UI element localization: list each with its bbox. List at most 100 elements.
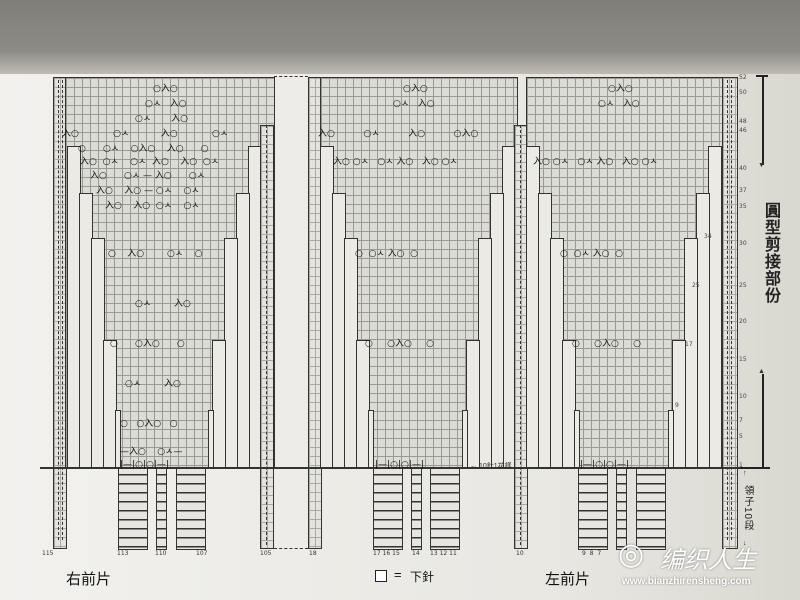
- lace-symbols: 入○ 入○ ○ㅅ ○ㅅ: [105, 201, 200, 211]
- edge-dash: [727, 80, 728, 540]
- raglan-label: 圓型剪接部份: [762, 202, 779, 304]
- lace-symbols: 入○ ○ㅅ ○ㅅ 入○ 入○ ○ㅅ: [333, 157, 458, 167]
- knit-stitch-legend-box: [375, 570, 387, 582]
- lace-symbols: ○ㅅ 入○: [135, 114, 189, 124]
- decrease-step: [356, 340, 370, 469]
- decrease-step: [684, 238, 698, 469]
- raglan-arrow-up: [762, 374, 764, 468]
- lace-symbols: ○ ○入○ ○: [365, 339, 435, 349]
- row-number: 40: [739, 165, 747, 172]
- stitch-number: 113: [117, 550, 129, 557]
- lace-symbols: ○ ○入○ ○: [110, 339, 185, 349]
- row-number: 25: [739, 282, 747, 289]
- decrease-step: [368, 410, 374, 469]
- collar-arrow-up: ↑: [743, 470, 747, 477]
- row-number: 15: [739, 356, 747, 363]
- edge-dash: [62, 80, 63, 540]
- row-1-baseline: [40, 467, 740, 469]
- lace-symbols: 入○ ○ㅅ 入○ ○入○: [318, 129, 479, 139]
- row-number: 1: [739, 462, 743, 469]
- arrow-cap: [740, 467, 770, 469]
- watermark-url: www.bianzhirensheng.com: [622, 576, 751, 587]
- left-front-edge-strip: [722, 77, 738, 549]
- row-number: 52: [739, 74, 747, 81]
- lace-symbols: ○ ○入○ ○: [120, 419, 178, 429]
- lace-symbols: ○入○: [608, 84, 633, 94]
- lace-symbols: |—|○|○|—|: [375, 460, 424, 470]
- rib-block: [616, 468, 627, 550]
- decrease-step: [236, 193, 250, 469]
- row-number: 35: [739, 203, 747, 210]
- stitch-number: 105: [260, 550, 272, 557]
- stitch-number: 10: [516, 550, 524, 557]
- lace-symbols: ○ ○ㅅ 入○ ○: [355, 249, 418, 259]
- decrease-step: [574, 410, 580, 469]
- row-number: 48: [739, 118, 747, 125]
- watermark-logo-icon: ◎: [618, 538, 645, 571]
- lace-symbols: ○ ○ㅅ ○入○ 入○ ○: [78, 144, 209, 154]
- row-number: 17: [685, 341, 693, 348]
- decrease-step: [490, 193, 504, 469]
- edge-dash: [731, 80, 732, 540]
- center-side-strip: [514, 125, 528, 549]
- row-number: 30: [739, 240, 747, 247]
- row-number: 37: [739, 187, 747, 194]
- right-front-edge-strip: [53, 77, 67, 549]
- decrease-step: [478, 238, 492, 469]
- collar-label: 領子10段: [742, 485, 753, 532]
- lace-symbols: ○ ○入○ ○: [572, 339, 642, 349]
- rib-block: [118, 468, 148, 550]
- row-number: 25: [692, 282, 700, 289]
- edge-dash: [266, 125, 267, 545]
- decrease-step: [224, 238, 238, 469]
- rib-block: [430, 468, 460, 550]
- row-number: 34: [704, 233, 712, 240]
- lace-symbols: |—|○|○|—|: [120, 460, 169, 470]
- raglan-arrow-down: [762, 75, 764, 165]
- stitch-number: 110: [155, 550, 167, 557]
- stitch-number: 17 16 15: [373, 550, 400, 557]
- stitch-number: 115: [42, 550, 54, 557]
- lace-symbols: 入○ 入○ — ○ㅅ ○ㅅ: [96, 186, 200, 196]
- right-front-side-strip: [260, 125, 274, 549]
- decrease-step: [462, 410, 468, 469]
- edge-dash: [520, 125, 521, 545]
- decrease-step: [212, 340, 226, 469]
- watermark-brand: 编织人生: [660, 547, 756, 574]
- lace-symbols: 入○ ○ㅅ — 入○ ○ㅅ: [90, 171, 206, 181]
- lace-symbols: 入○ ○ㅅ 入○ ○ㅅ: [62, 129, 229, 139]
- row-number: 7: [739, 417, 743, 424]
- lace-symbols: 入○ ○ㅅ ○ㅅ 入○ 入○ ○ㅅ: [533, 157, 658, 167]
- stitch-number: 107: [196, 550, 208, 557]
- lace-symbols: ○ 入○ ○ㅅ ○: [108, 249, 203, 259]
- decrease-step: [672, 340, 686, 469]
- rib-block: [578, 468, 608, 550]
- rib-block: [176, 468, 206, 550]
- lace-symbols: |—|○|○|—|: [580, 460, 629, 470]
- decrease-step: [562, 340, 576, 469]
- lace-symbols: ○入○: [153, 84, 178, 94]
- decrease-step: [103, 340, 117, 469]
- rib-block: [156, 468, 167, 550]
- lace-symbols: 入○ ○ㅅ ○ㅅ 入○ 入○ ○ㅅ: [80, 157, 220, 167]
- right-front-title: 右前片: [66, 571, 112, 588]
- stitch-number: 14: [412, 550, 420, 557]
- stitch-number: 13 12 11: [430, 550, 457, 557]
- lace-symbols: ○ㅅ 入○: [145, 99, 187, 109]
- gap-dash: [274, 548, 308, 549]
- decrease-step: [208, 410, 214, 469]
- lace-symbols: ○ ○ㅅ 入○ ○: [560, 249, 623, 259]
- lace-symbols: ○ㅅ 入○: [393, 99, 435, 109]
- row-number: 10: [739, 393, 747, 400]
- lace-symbols: ○ㅅ 入○: [135, 299, 191, 309]
- rib-block: [373, 468, 403, 550]
- rib-block: [411, 468, 422, 550]
- stitch-number: 9 8 7: [582, 550, 602, 557]
- arrow-head-up: ▲: [758, 368, 765, 375]
- decrease-step: [708, 146, 722, 469]
- lace-symbols: —入○ ○ㅅ—: [120, 447, 183, 457]
- arrow-head-down: ▼: [758, 162, 765, 169]
- pattern-repeat-note: ← 10針1花樣: [470, 463, 512, 470]
- row-number: 5: [739, 433, 743, 440]
- legend-equals: =: [394, 567, 402, 582]
